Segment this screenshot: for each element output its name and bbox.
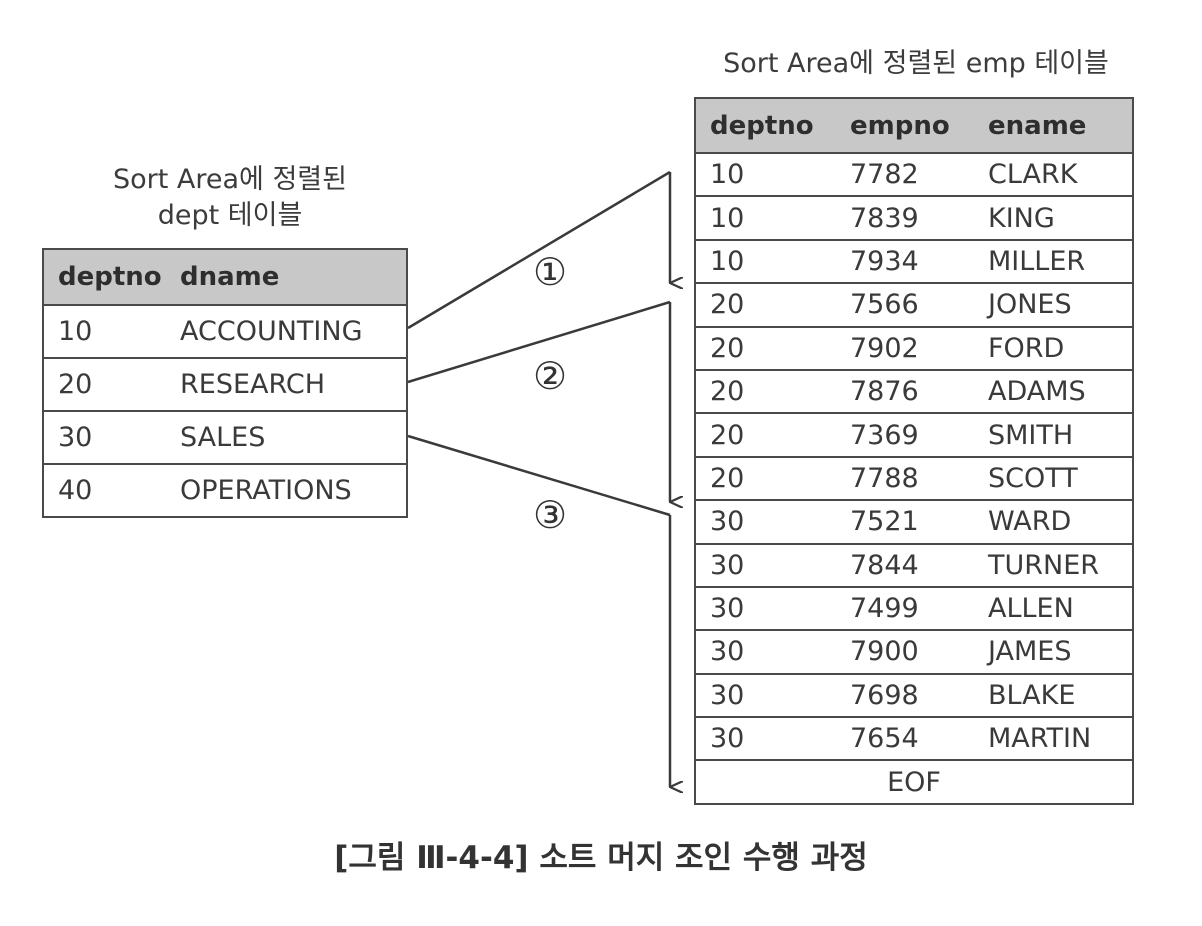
emp-cell-ename: ALLEN: [972, 585, 1133, 631]
dept-table: deptno dname 10 ACCOUNTING 20 RESEARCH 3…: [42, 248, 408, 518]
emp-cell-empno: 7566: [832, 282, 972, 327]
dept-table-caption: Sort Area에 정렬된 dept 테이블: [30, 162, 430, 234]
emp-cell-ename: SMITH: [972, 412, 1133, 457]
emp-cell-deptno: 30: [695, 585, 832, 631]
emp-cell-deptno: 30: [695, 629, 832, 674]
connector-line-1: [407, 170, 671, 330]
emp-cell-empno: 7499: [832, 585, 972, 631]
emp-table: deptno empno ename 10 7782 CLARK 10 7839…: [694, 97, 1134, 805]
emp-cell-empno: 7934: [832, 238, 972, 284]
emp-row: 30 7900 JAMES: [695, 629, 1133, 674]
connector-line-2: [407, 300, 671, 384]
emp-cell-empno: 7876: [832, 368, 972, 414]
emp-cell-ename: BLAKE: [972, 672, 1133, 718]
emp-row: 30 7698 BLAKE: [695, 672, 1133, 718]
emp-header-ename: ename: [972, 97, 1133, 153]
emp-cell-deptno: 10: [695, 238, 832, 284]
dept-header-deptno: deptno: [43, 248, 176, 305]
emp-cell-deptno: 30: [695, 499, 832, 544]
emp-cell-empno: 7788: [832, 455, 972, 501]
emp-cell-ename: SCOTT: [972, 455, 1133, 501]
emp-cell-deptno: 10: [695, 151, 832, 197]
emp-cell-empno: 7902: [832, 325, 972, 370]
emp-row: 20 7788 SCOTT: [695, 455, 1133, 501]
dept-cell-deptno: 30: [43, 410, 176, 464]
connector-line-3: [407, 434, 671, 517]
emp-cell-ename: KING: [972, 195, 1133, 240]
emp-cell-empno: 7521: [832, 499, 972, 544]
emp-header-empno: empno: [832, 97, 972, 153]
emp-cell-empno: 7839: [832, 195, 972, 240]
emp-cell-ename: ADAMS: [972, 368, 1133, 414]
emp-cell-ename: TURNER: [972, 542, 1133, 587]
emp-eof-cell: EOF: [695, 759, 1133, 804]
emp-cell-ename: MILLER: [972, 238, 1133, 284]
figure-caption: [그림 Ⅲ-4-4] 소트 머지 조인 수행 과정: [334, 840, 868, 876]
dept-row: 20 RESEARCH: [43, 357, 407, 411]
dept-header-dname: dname: [176, 248, 407, 305]
dept-header-row: deptno dname: [43, 248, 407, 305]
emp-header-deptno: deptno: [695, 97, 832, 153]
dept-caption-line1: Sort Area에 정렬된: [112, 164, 347, 195]
emp-row: 30 7844 TURNER: [695, 542, 1133, 587]
dept-cell-dname: RESEARCH: [176, 357, 407, 411]
emp-cell-empno: 7369: [832, 412, 972, 457]
emp-cell-ename: MARTIN: [972, 716, 1133, 761]
dept-cell-dname: SALES: [176, 410, 407, 464]
emp-cell-deptno: 20: [695, 368, 832, 414]
emp-cell-deptno: 20: [695, 282, 832, 327]
emp-cell-ename: FORD: [972, 325, 1133, 370]
emp-row: 20 7369 SMITH: [695, 412, 1133, 457]
dept-cell-deptno: 10: [43, 304, 176, 358]
step-marker-1: ①: [532, 250, 568, 294]
emp-row: 20 7566 JONES: [695, 282, 1133, 327]
dept-row: 30 SALES: [43, 410, 407, 464]
emp-cell-deptno: 30: [695, 542, 832, 587]
step-marker-2: ②: [532, 354, 568, 398]
emp-cell-ename: WARD: [972, 499, 1133, 544]
dept-row: 10 ACCOUNTING: [43, 304, 407, 358]
emp-cell-empno: 7782: [832, 151, 972, 197]
emp-cell-ename: CLARK: [972, 151, 1133, 197]
emp-cell-deptno: 30: [695, 672, 832, 718]
emp-table-caption: Sort Area에 정렬된 emp 테이블: [723, 48, 1109, 79]
emp-row: 10 7839 KING: [695, 195, 1133, 240]
emp-cell-empno: 7698: [832, 672, 972, 718]
emp-cell-deptno: 20: [695, 325, 832, 370]
emp-cell-empno: 7844: [832, 542, 972, 587]
emp-cell-empno: 7654: [832, 716, 972, 761]
emp-eof-row: EOF: [695, 759, 1133, 804]
emp-cell-deptno: 20: [695, 412, 832, 457]
dept-cell-dname: ACCOUNTING: [176, 304, 407, 358]
emp-header-row: deptno empno ename: [695, 97, 1133, 153]
emp-row: 20 7876 ADAMS: [695, 368, 1133, 414]
emp-row: 10 7934 MILLER: [695, 238, 1133, 284]
emp-cell-ename: JONES: [972, 282, 1133, 327]
emp-cell-empno: 7900: [832, 629, 972, 674]
emp-row: 10 7782 CLARK: [695, 151, 1133, 197]
emp-row: 30 7654 MARTIN: [695, 716, 1133, 761]
dept-row: 40 OPERATIONS: [43, 463, 407, 517]
emp-row: 30 7499 ALLEN: [695, 585, 1133, 631]
dept-caption-line2: dept 테이블: [157, 200, 303, 231]
emp-row: 20 7902 FORD: [695, 325, 1133, 370]
emp-cell-deptno: 10: [695, 195, 832, 240]
step-marker-3: ③: [532, 493, 568, 537]
emp-cell-ename: JAMES: [972, 629, 1133, 674]
emp-cell-deptno: 30: [695, 716, 832, 761]
dept-cell-dname: OPERATIONS: [176, 463, 407, 517]
emp-row: 30 7521 WARD: [695, 499, 1133, 544]
dept-cell-deptno: 20: [43, 357, 176, 411]
emp-cell-deptno: 20: [695, 455, 832, 501]
dept-cell-deptno: 40: [43, 463, 176, 517]
